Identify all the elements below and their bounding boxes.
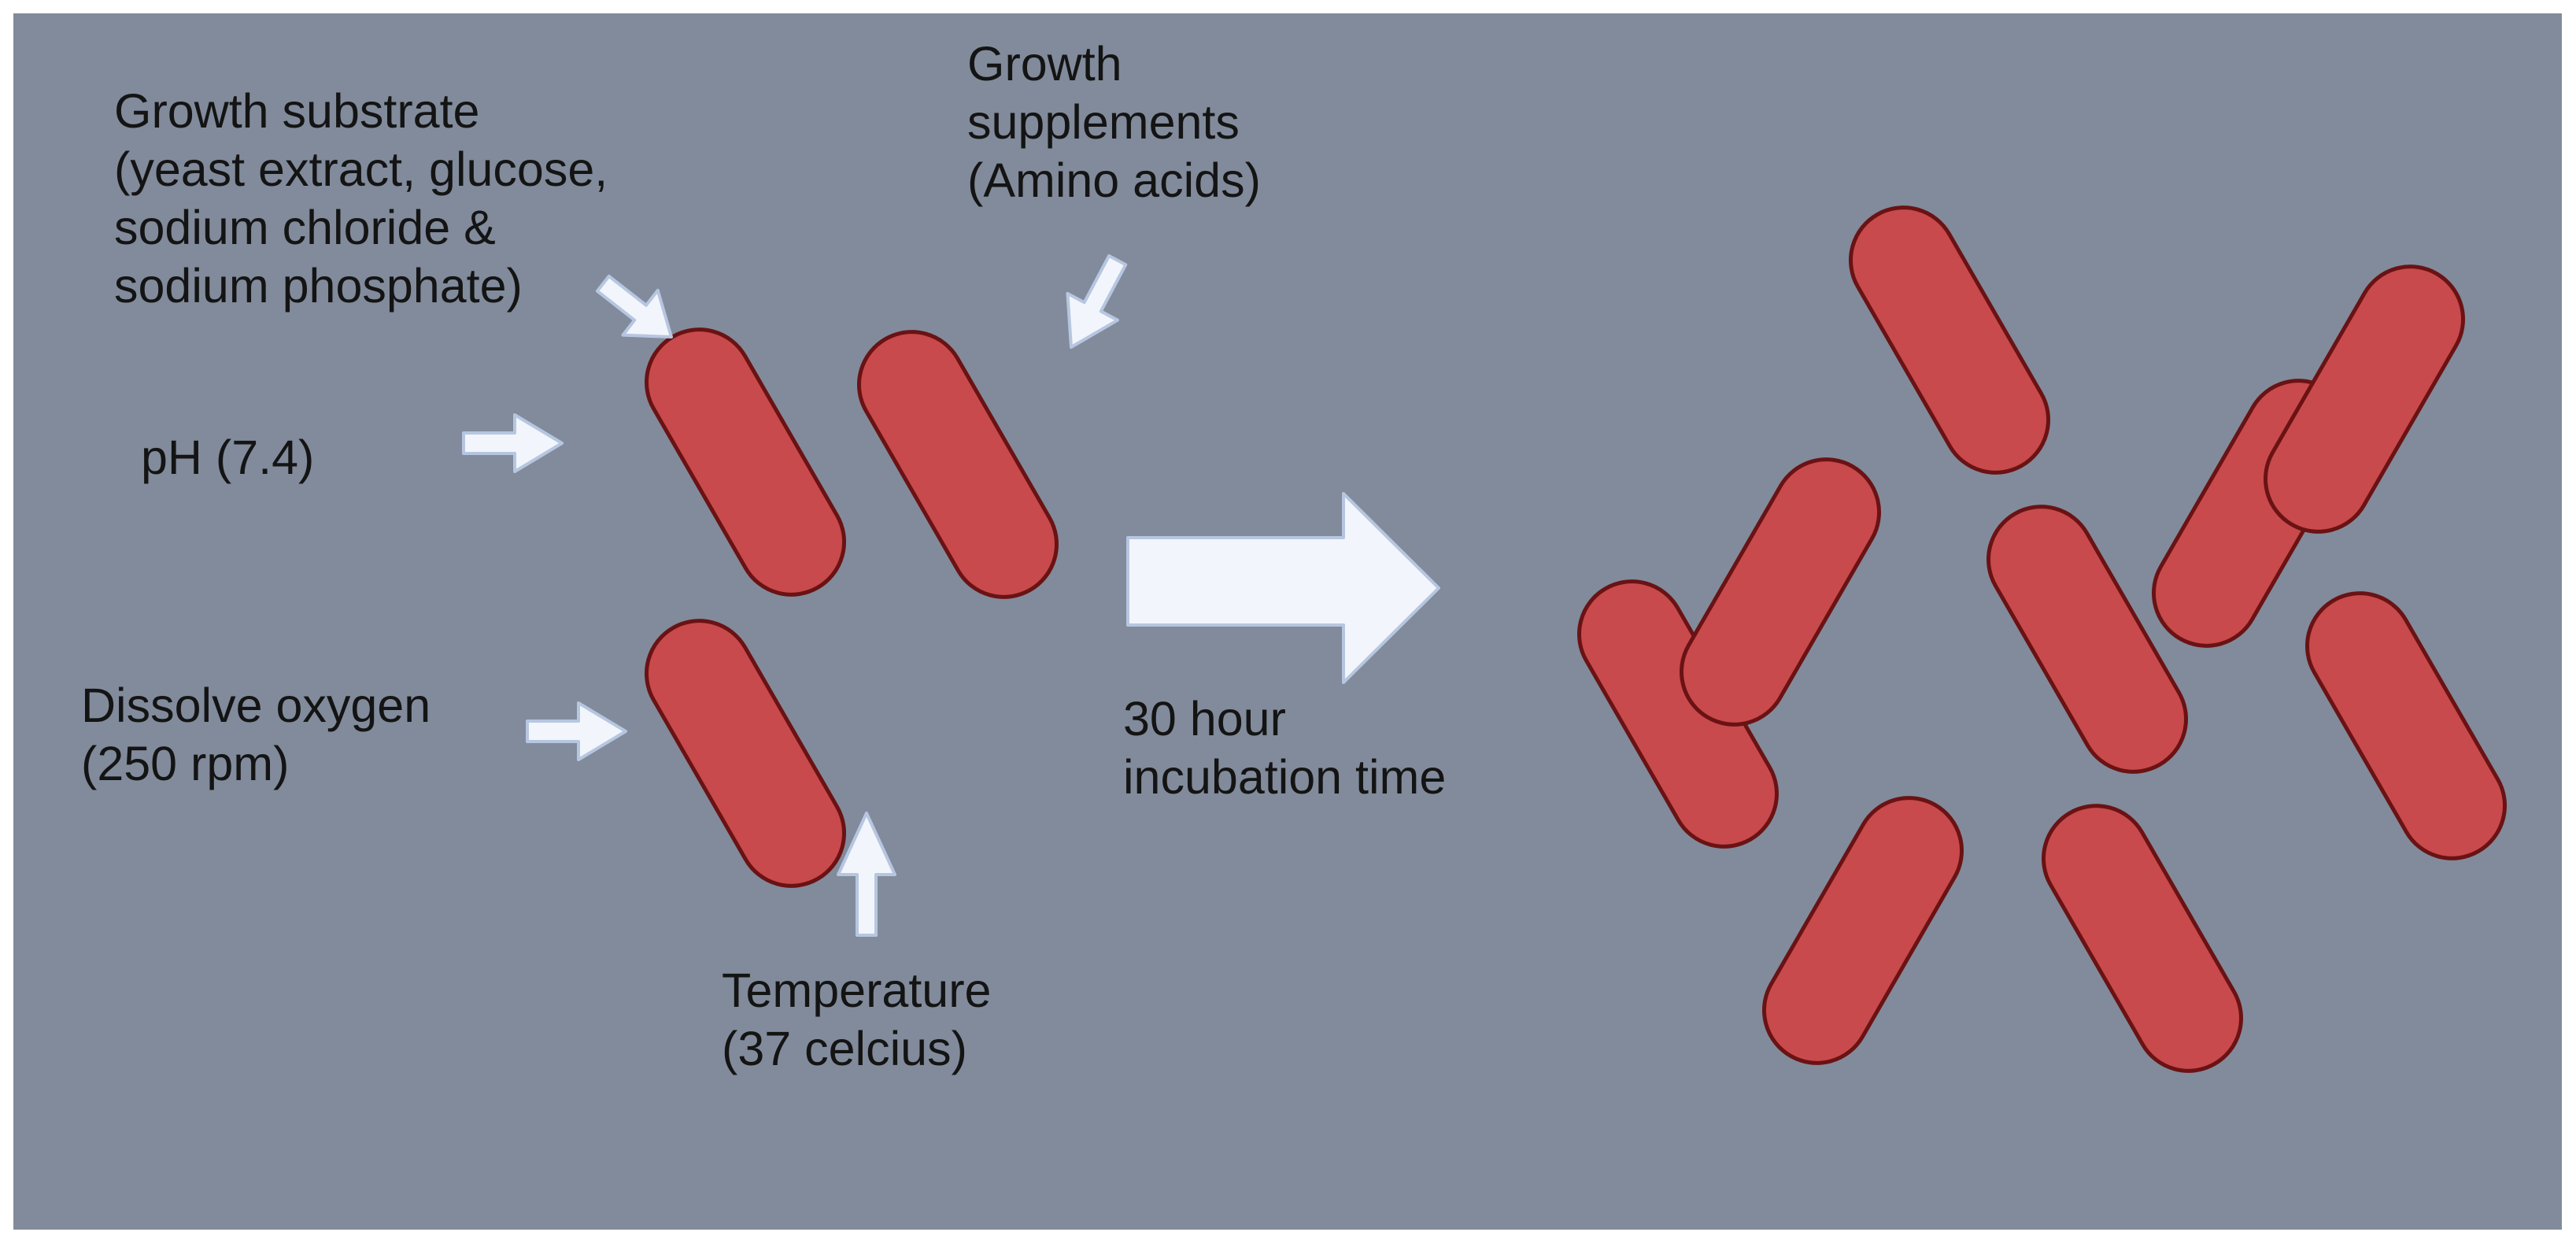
label-line: sodium chloride & xyxy=(114,201,496,254)
bacterium-icon xyxy=(2042,804,2243,1073)
dissolve-oxygen-label: Dissolve oxygen(250 rpm) xyxy=(81,679,431,790)
diagram-panel: Growth substrate(yeast extract, glucose,… xyxy=(13,13,2562,1230)
bacteria-before-incubation xyxy=(645,327,1059,888)
bacterium-icon xyxy=(1849,205,2050,475)
label-line: (yeast extract, glucose, xyxy=(114,142,608,196)
supplements-arrow-icon xyxy=(1066,253,1128,349)
bacterium-icon xyxy=(1680,457,1881,727)
label-line: (Amino acids) xyxy=(967,154,1261,207)
label-line: 30 hour xyxy=(1123,692,1286,745)
bacterium-icon xyxy=(2264,265,2465,534)
bacterium-icon xyxy=(1762,796,1964,1065)
temperature-arrow-icon xyxy=(837,812,896,937)
label-line: incubation time xyxy=(1123,750,1446,804)
oxygen-arrow-icon xyxy=(526,701,627,761)
block-arrow-icon xyxy=(1126,492,1440,684)
label-line: sodium phosphate) xyxy=(114,259,523,313)
temperature-label: Temperature(37 celcius) xyxy=(722,964,991,1075)
bacterium-icon xyxy=(2305,591,2507,860)
label-line: Growth substrate xyxy=(114,84,479,138)
substrate-arrow-icon xyxy=(595,274,673,338)
label-line: pH (7.4) xyxy=(141,431,314,484)
label-line: supplements xyxy=(967,95,1240,149)
bacterium-icon xyxy=(857,330,1059,599)
label-line: Growth xyxy=(967,37,1122,91)
bacterium-icon xyxy=(645,327,846,597)
diagram-canvas: Growth substrate(yeast extract, glucose,… xyxy=(13,13,2562,1230)
label-line: Temperature xyxy=(722,964,991,1017)
growth-substrate-label: Growth substrate(yeast extract, glucose,… xyxy=(114,84,608,313)
bacteria-after-incubation xyxy=(1577,205,2507,1073)
label-line: (250 rpm) xyxy=(81,737,289,790)
bacterium-icon xyxy=(1987,505,2188,774)
bacterium-icon xyxy=(645,619,846,888)
label-line: Dissolve oxygen xyxy=(81,679,431,732)
ph-label: pH (7.4) xyxy=(141,431,314,484)
input-arrows xyxy=(462,253,1128,937)
ph-arrow-icon xyxy=(462,413,564,473)
label-line: (37 celcius) xyxy=(722,1022,967,1075)
